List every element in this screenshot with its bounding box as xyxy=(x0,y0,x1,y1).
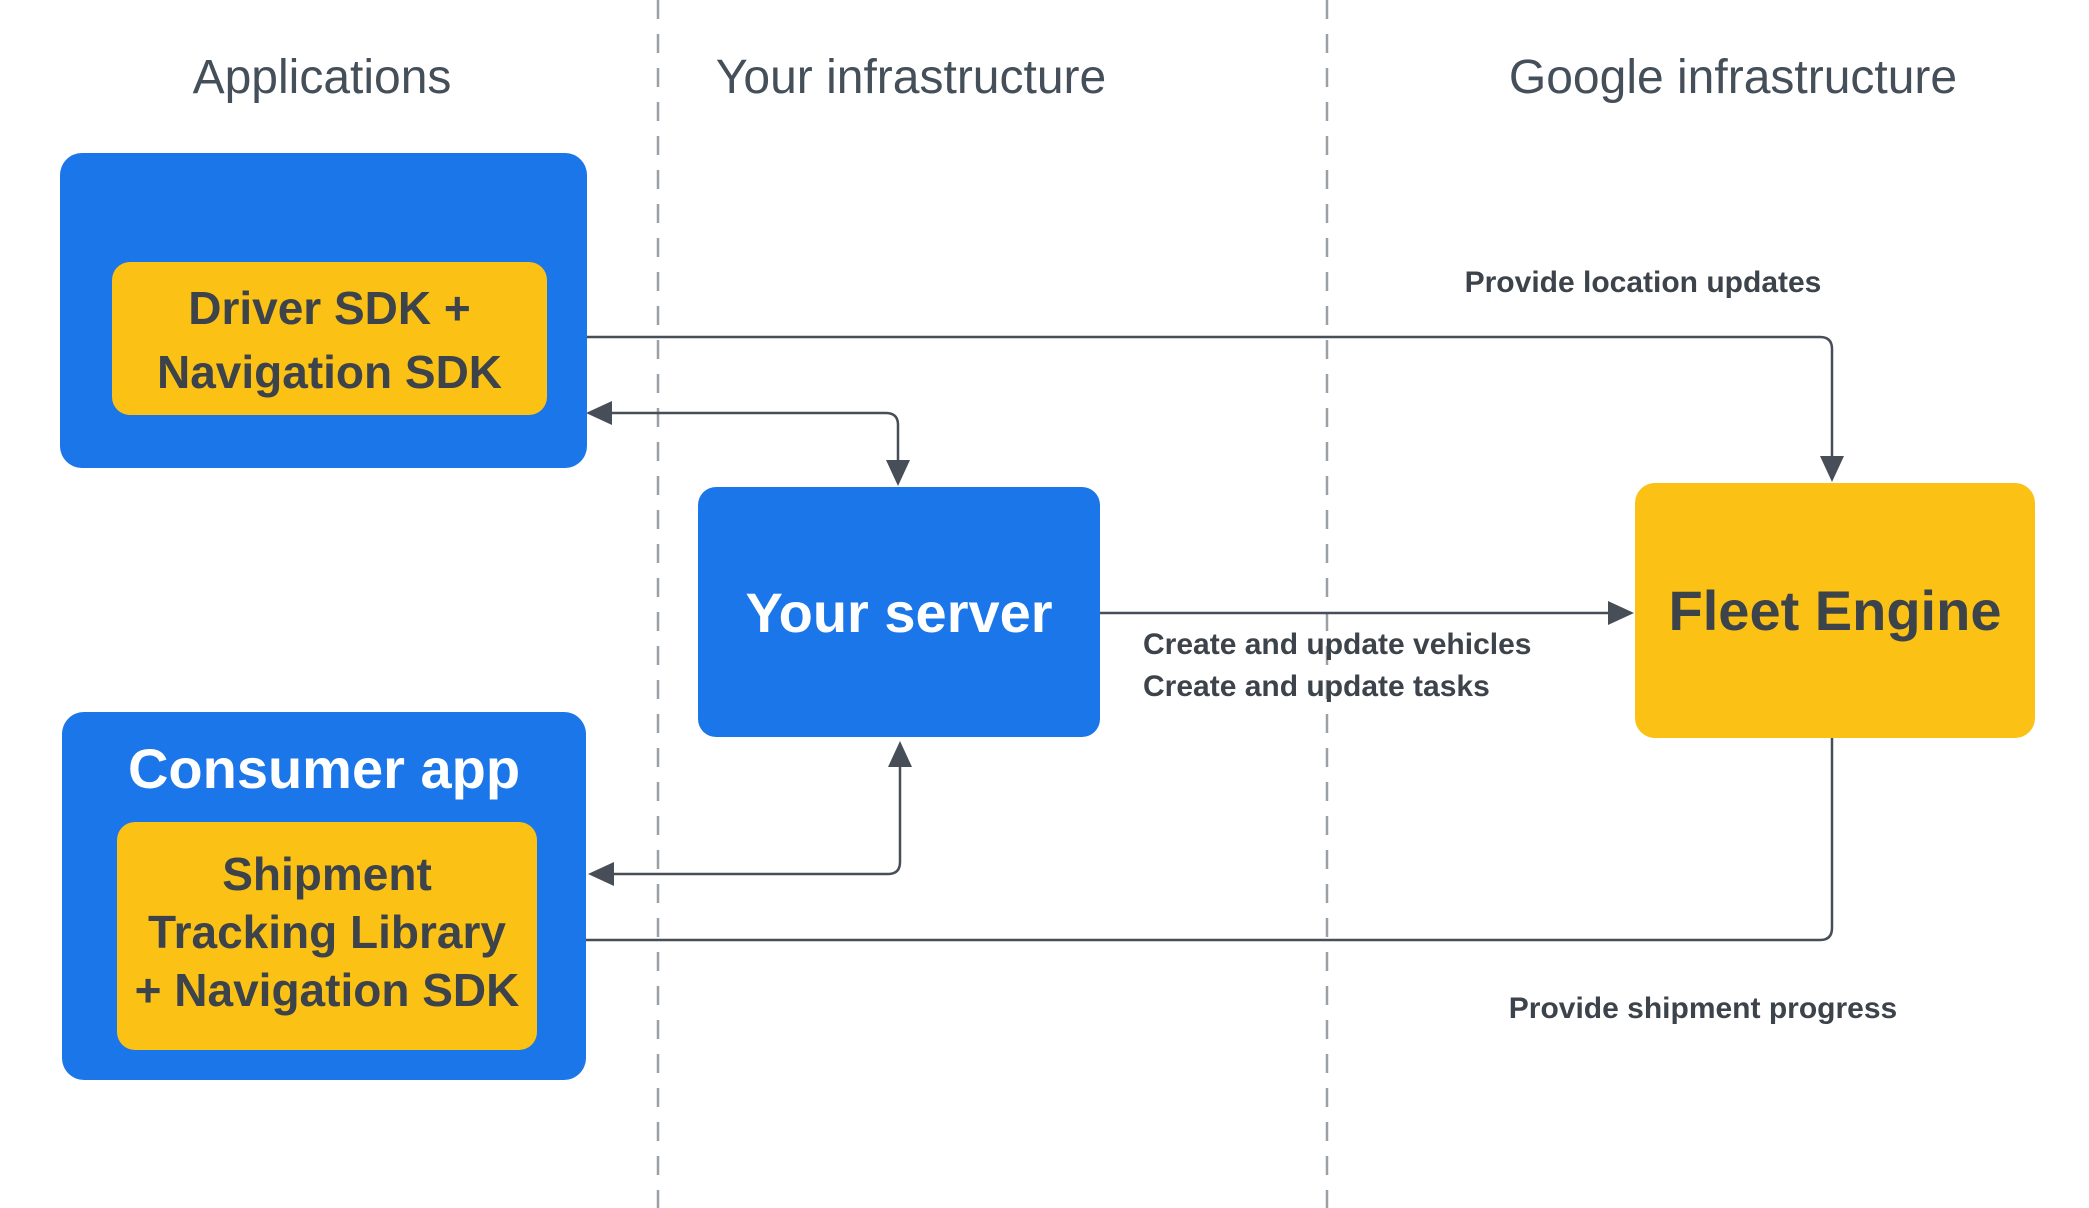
your-server-box: Your server xyxy=(698,487,1100,737)
edge-fleet-engine-shipment-library xyxy=(564,738,1834,942)
arrowhead-into-your-server-bottom xyxy=(888,741,912,767)
fleet-engine-box: Fleet Engine xyxy=(1635,483,2035,738)
edge-consumer-app-your-server xyxy=(612,765,902,876)
arrowhead-into-your-server-top xyxy=(886,460,910,486)
arrowhead-into-driver-app xyxy=(586,401,612,425)
driver-sdk-label-line2: Navigation SDK xyxy=(156,346,503,398)
label-create-and-update: Create and update vehicles Create and up… xyxy=(1143,624,1531,708)
label-create-update-vehicles: Create and update vehicles xyxy=(1143,628,1532,661)
label-provide-shipment-progress: Provide shipment progress xyxy=(1508,992,1898,1025)
column-header-your-infrastructure: Your infrastructure xyxy=(715,51,1107,104)
consumer-app-title: Consumer app xyxy=(127,737,521,800)
shipment-library-label-line3: + Navigation SDK xyxy=(134,964,520,1016)
consumer-app-box: Consumer app Shipment Tracking Library +… xyxy=(62,712,586,1080)
arrowhead-into-consumer-app xyxy=(588,862,614,886)
your-server-title: Your server xyxy=(745,580,1053,644)
shipment-library-label-line2: Tracking Library xyxy=(148,906,506,958)
edge-driver-sdk-fleet-engine xyxy=(572,335,1834,456)
arrowhead-into-fleet-engine-top xyxy=(1820,456,1844,482)
driver-app-box: Driver app Driver SDK + Navigation SDK xyxy=(60,153,587,468)
column-header-google-infrastructure: Google infrastructure xyxy=(1508,51,1958,104)
driver-sdk-label-line1: Driver SDK + xyxy=(188,282,471,334)
arrowhead-into-fleet-engine-left xyxy=(1608,601,1634,625)
edge-driver-app-your-server xyxy=(610,411,900,460)
shipment-tracking-library-box: Shipment Tracking Library + Navigation S… xyxy=(117,822,537,1050)
column-header-applications: Applications xyxy=(192,51,452,104)
label-create-update-tasks: Create and update tasks xyxy=(1143,670,1490,703)
label-provide-location-updates: Provide location updates xyxy=(1464,266,1822,299)
shipment-library-label-line1: Shipment xyxy=(222,848,432,900)
fleet-engine-title: Fleet Engine xyxy=(1668,579,2002,642)
driver-sdk-box: Driver SDK + Navigation SDK xyxy=(112,262,547,415)
